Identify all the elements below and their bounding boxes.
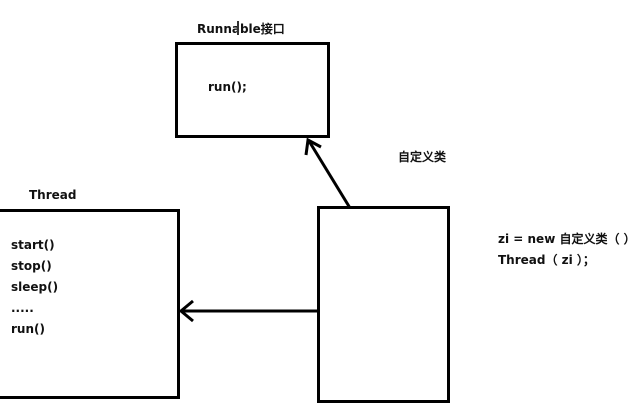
- runnable-method-run: run();: [208, 80, 247, 94]
- thread-method-ellipsis: .....: [11, 301, 34, 315]
- code-block: zi = new 自定义类（ ） Thread（ zi ）；: [498, 229, 636, 271]
- pass-to-thread-arrow-head: [178, 299, 194, 323]
- custom-class-label: 自定义类: [398, 150, 447, 164]
- thread-method-start: start(): [11, 238, 55, 252]
- thread-method-sleep: sleep(): [11, 280, 59, 294]
- implements-arrow-head: [304, 137, 322, 156]
- thread-class-box: start() stop() sleep() ..... run(): [0, 209, 180, 399]
- text-cursor-icon: [237, 21, 239, 35]
- custom-class-box: [317, 206, 450, 403]
- implements-arrow-line: [307, 140, 352, 209]
- thread-method-list: start() stop() sleep() ..... run(): [11, 235, 58, 340]
- runnable-interface-box: run();: [175, 42, 330, 138]
- thread-method-run: run(): [11, 322, 45, 336]
- runnable-title: Runnable接口: [197, 22, 285, 36]
- thread-title: Thread: [29, 188, 77, 202]
- code-line-instantiate: zi = new 自定义类（ ）: [498, 232, 636, 246]
- code-line-thread-construct: Thread（ zi ）；: [498, 253, 595, 267]
- thread-method-stop: stop(): [11, 259, 52, 273]
